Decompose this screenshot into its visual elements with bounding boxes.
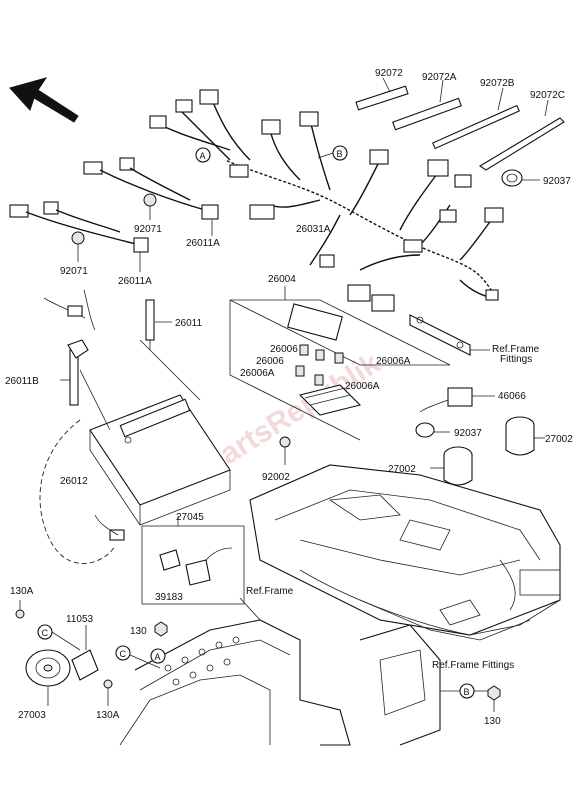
callout-c-frame: C xyxy=(115,645,161,669)
label-92071-b: 92071 xyxy=(60,266,88,277)
label-92037-top: 92037 xyxy=(543,176,571,187)
label-ref-frame: Ref.Frame xyxy=(246,586,294,597)
watermark-text: PartsRepublik xyxy=(197,347,386,482)
label-26011A-b: 26011A xyxy=(118,276,152,287)
label-130A-top: 130A xyxy=(10,586,34,597)
label-39183: 39183 xyxy=(155,592,183,603)
label-26012: 26012 xyxy=(60,476,88,487)
bracket-11053 xyxy=(71,625,99,681)
cable-tie-92072B xyxy=(432,87,520,150)
cable-connector-upper-left xyxy=(43,289,96,331)
callout-b-top: B xyxy=(317,145,348,161)
label-92002: 92002 xyxy=(262,472,290,483)
fuse-box-assembly-26004 xyxy=(229,286,451,441)
label-26006-b: 26006 xyxy=(256,356,284,367)
label-27002-b: 27002 xyxy=(388,464,416,475)
bracket-frame-fitting xyxy=(409,314,490,356)
label-ref-frame-fittings-1b: Fittings xyxy=(500,354,532,365)
cable-26011B xyxy=(60,339,89,406)
label-130-mid: 130 xyxy=(130,626,147,637)
label-46066: 46066 xyxy=(498,391,526,402)
label-92071-a: 92071 xyxy=(134,224,162,235)
grommet-92071-right xyxy=(143,193,157,220)
svg-text:A: A xyxy=(200,151,206,161)
label-26011A-a: 26011A xyxy=(186,238,220,249)
horn-27002-left xyxy=(430,446,473,486)
label-26011: 26011 xyxy=(175,318,203,329)
lower-frame xyxy=(119,597,441,746)
relay-46066 xyxy=(419,387,495,413)
switch-kit-27045 xyxy=(141,516,245,605)
grommet-92071-left xyxy=(71,231,85,262)
callout-b-frame: B xyxy=(440,683,488,699)
label-92072B: 92072B xyxy=(480,78,515,89)
cable-tie-92072A xyxy=(392,79,462,131)
label-26006A-b: 26006A xyxy=(240,368,275,379)
bolt-130A-top xyxy=(15,600,25,619)
label-92072A: 92072A xyxy=(422,72,457,83)
label-ref-frame-fittings-1a: Ref.Frame xyxy=(492,344,540,355)
label-130A-bottom: 130A xyxy=(96,710,120,721)
horn-27002-right xyxy=(505,416,545,456)
battery-26012 xyxy=(79,339,231,526)
callout-a-top: A xyxy=(195,147,211,163)
horn-27003 xyxy=(25,649,71,706)
label-92037-mid: 92037 xyxy=(454,428,482,439)
clamp-92037-top xyxy=(501,169,540,187)
label-26006A-a: 26006A xyxy=(376,356,411,367)
main-harness-26031A xyxy=(149,89,504,312)
label-92072: 92072 xyxy=(375,68,403,79)
svg-text:B: B xyxy=(337,149,343,159)
label-27045: 27045 xyxy=(176,512,204,523)
bolt-130A-bottom xyxy=(103,679,113,706)
label-27002-a: 27002 xyxy=(545,434,573,445)
callout-c-left: C xyxy=(37,624,81,651)
nut-130-mid xyxy=(154,621,168,637)
label-ref-frame-fittings-2: Ref.Frame Fittings xyxy=(432,660,514,671)
front-direction-arrow xyxy=(9,77,79,123)
svg-text:A: A xyxy=(155,652,161,662)
clamp-92037-mid xyxy=(415,422,450,438)
label-26006A-c: 26006A xyxy=(345,381,380,392)
svg-text:B: B xyxy=(464,687,470,697)
cable-tie-92072C xyxy=(478,99,565,171)
svg-text:C: C xyxy=(120,649,127,659)
nut-130-bottom xyxy=(487,685,501,712)
label-26011B: 26011B xyxy=(5,376,39,387)
cable-tie-92072 xyxy=(355,77,409,111)
label-26006-a: 26006 xyxy=(270,344,298,355)
label-26004: 26004 xyxy=(268,274,296,285)
frame-chassis xyxy=(249,464,561,641)
label-92072C: 92072C xyxy=(530,90,565,101)
label-27003: 27003 xyxy=(18,710,46,721)
svg-text:C: C xyxy=(42,628,49,638)
label-130-bottom: 130 xyxy=(484,716,501,727)
sub-harness-26011A-lower xyxy=(9,201,149,272)
cable-26011 xyxy=(145,299,172,350)
label-26031A: 26031A xyxy=(296,224,331,235)
dashed-ground-lead xyxy=(39,419,125,564)
bolt-92002 xyxy=(279,436,291,465)
sub-harness-26011A-upper xyxy=(83,157,219,236)
callout-a-frame: A xyxy=(150,648,166,664)
label-11053: 11053 xyxy=(66,614,94,625)
